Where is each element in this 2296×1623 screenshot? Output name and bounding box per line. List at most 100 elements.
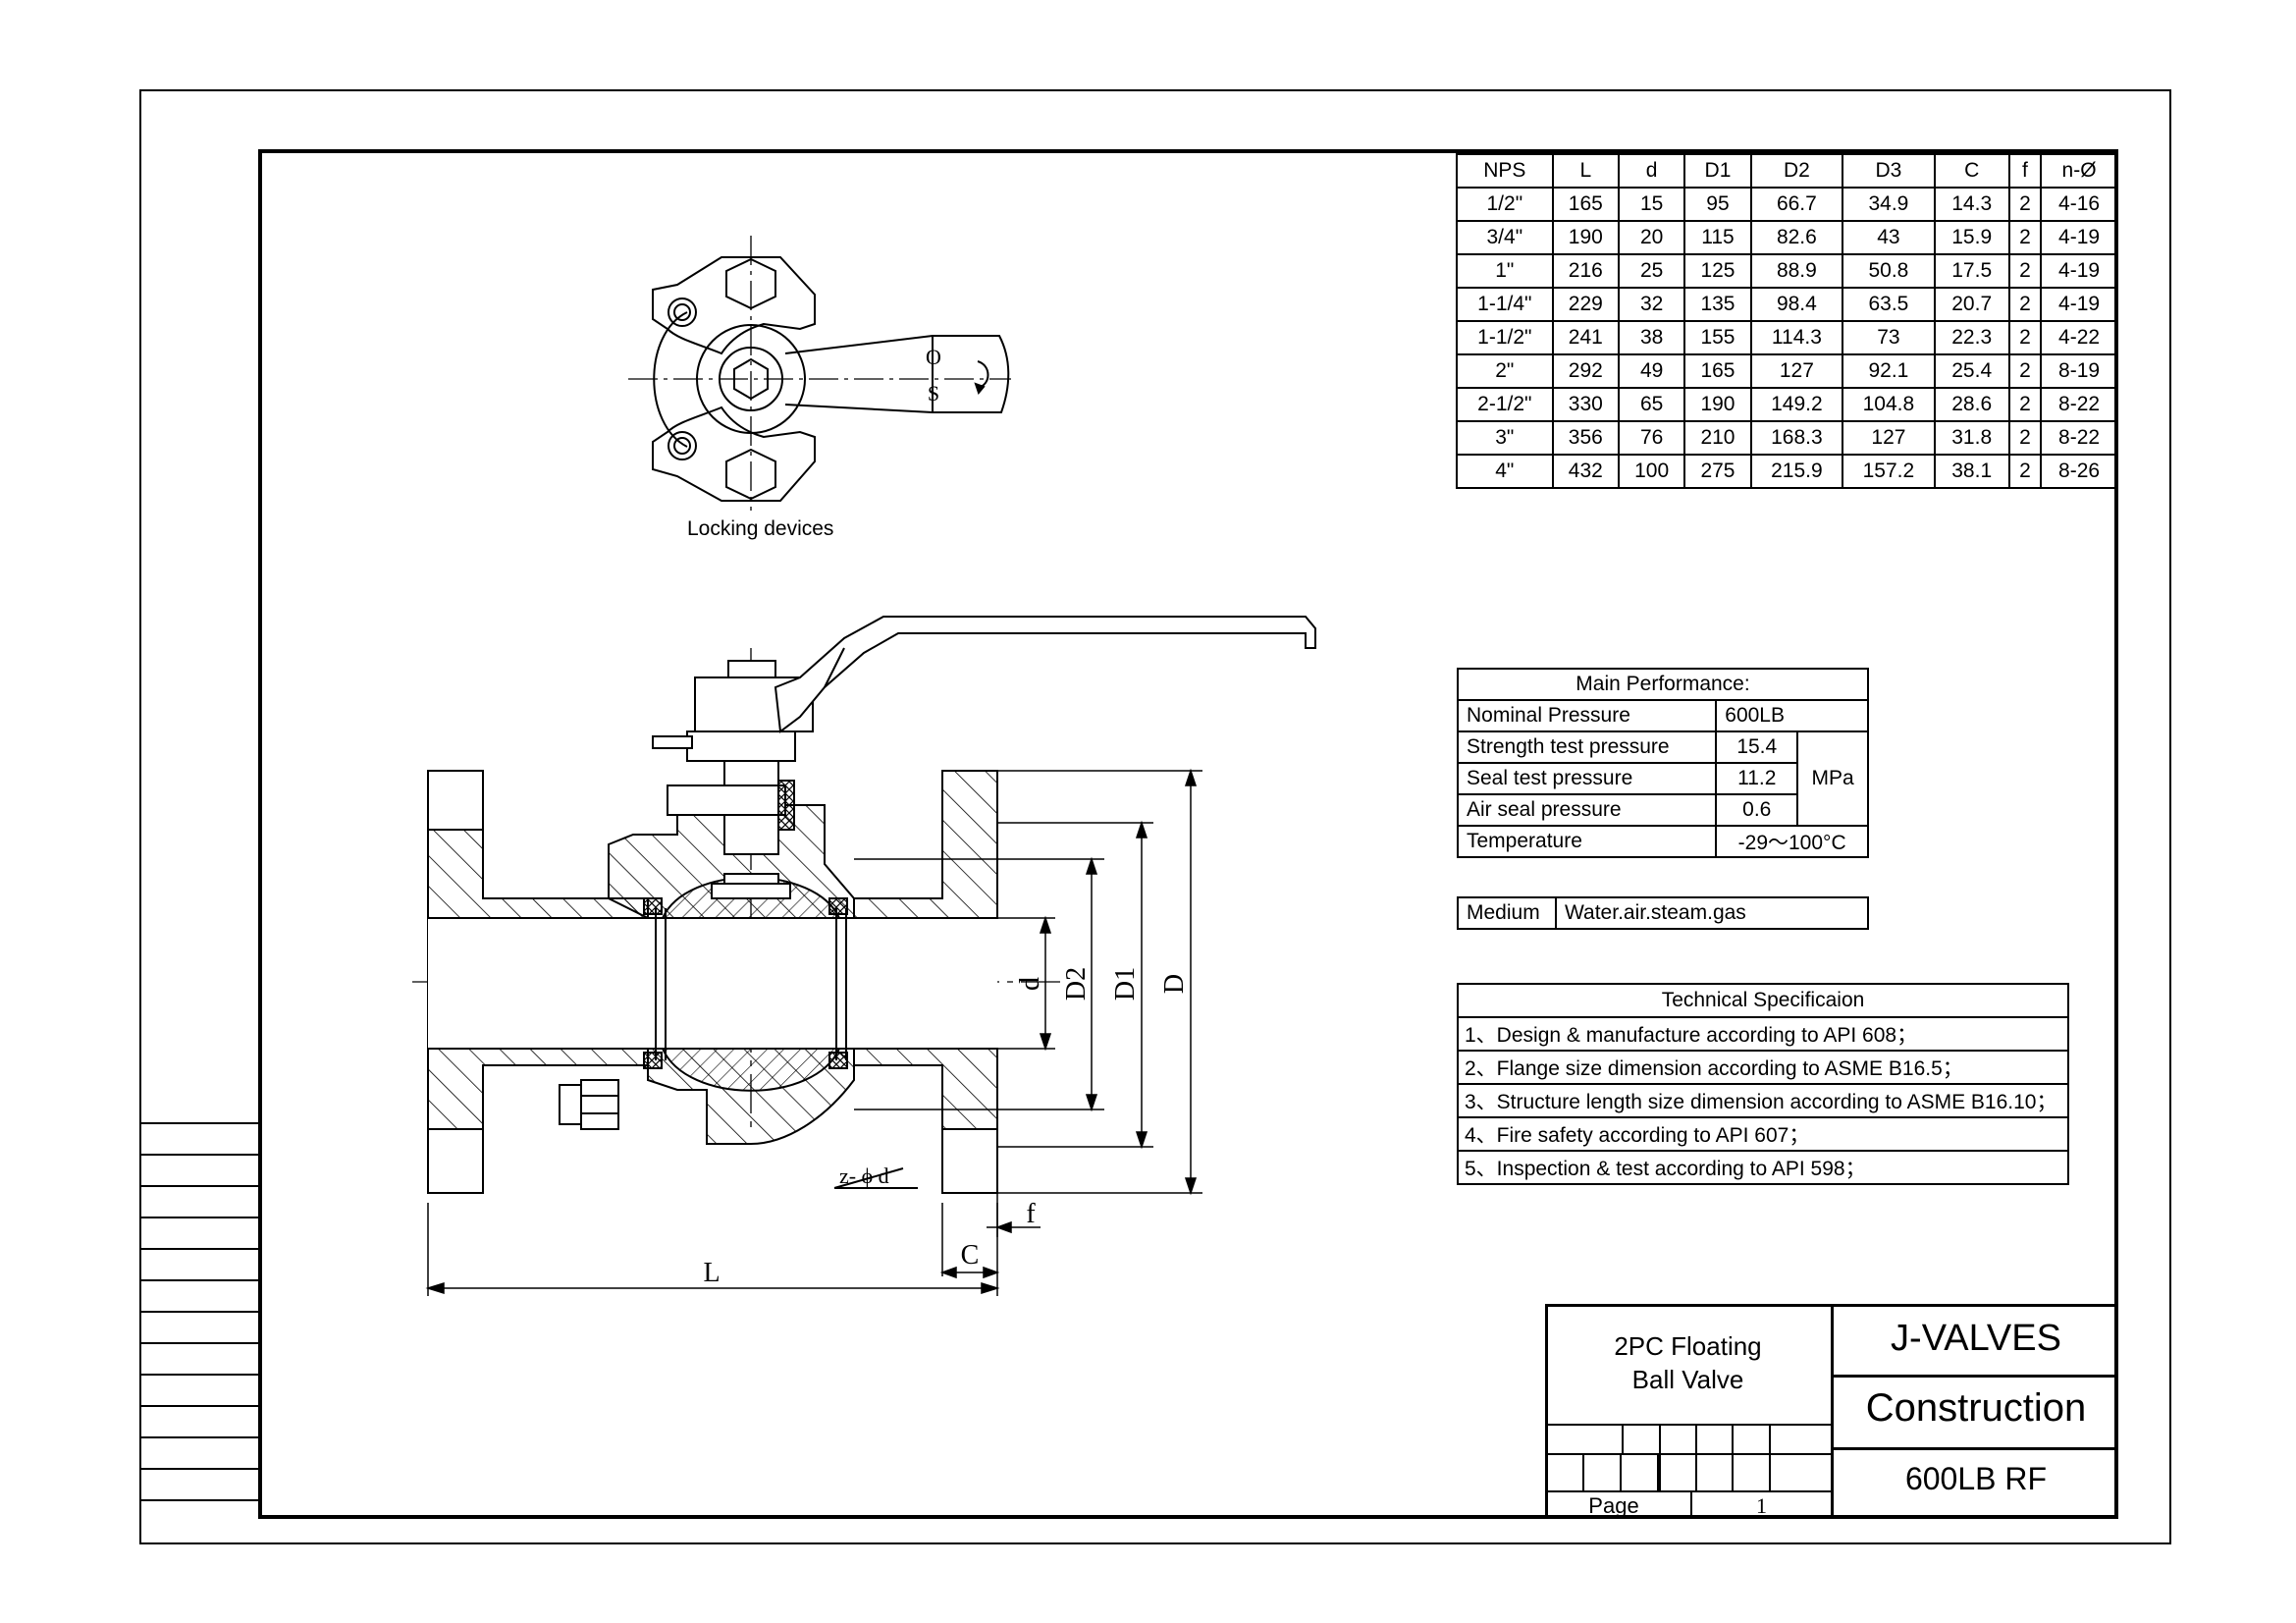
air-seal-pressure-label: Air seal pressure	[1456, 793, 1718, 827]
table-cell: 149.2	[1749, 387, 1844, 422]
table-cell: 215.9	[1749, 454, 1844, 489]
title-block-rule	[1831, 1375, 2118, 1378]
table-cell: 32	[1617, 287, 1686, 322]
product-name-line1: 2PC Floating	[1614, 1331, 1762, 1361]
spec-item: 1、Design & manufacture according to API …	[1457, 1016, 2069, 1052]
table-cell: 38	[1617, 320, 1686, 355]
table-header-cell: L	[1551, 153, 1620, 189]
table-cell: 168.3	[1749, 420, 1844, 456]
table-cell: 292	[1551, 353, 1620, 389]
table-header-cell: NPS	[1456, 153, 1554, 189]
table-cell: 34.9	[1842, 187, 1936, 222]
dimension-lines	[425, 768, 1202, 1296]
table-cell: 275	[1683, 454, 1752, 489]
table-cell: 135	[1683, 287, 1752, 322]
table-cell: 2	[2007, 253, 2043, 289]
spec-item: 5、Inspection & test according to API 598…	[1457, 1150, 2069, 1185]
table-cell: 28.6	[1933, 387, 2010, 422]
table-cell: 66.7	[1749, 187, 1844, 222]
table-cell: 330	[1551, 387, 1620, 422]
table-cell: 114.3	[1749, 320, 1844, 355]
table-cell: 2	[2007, 454, 2043, 489]
table-header-cell: D3	[1842, 153, 1936, 189]
dim-label-D2: D2	[1061, 967, 1092, 1001]
side-strip-row	[139, 1468, 258, 1499]
table-header-cell: C	[1933, 153, 2010, 189]
table-cell: 14.3	[1933, 187, 2010, 222]
side-strip-row	[139, 1311, 258, 1342]
dim-label-L: L	[703, 1258, 720, 1288]
model-designation: 600LB RF	[1904, 1461, 2048, 1496]
table-cell: 22.3	[1933, 320, 2010, 355]
table-header-cell: D1	[1683, 153, 1752, 189]
table-cell: 104.8	[1842, 387, 1936, 422]
table-cell: 8-26	[2040, 454, 2118, 489]
table-cell: 43	[1842, 220, 1936, 255]
side-strip-row	[139, 1122, 258, 1154]
locking-devices-label: Locking devices	[687, 517, 834, 540]
table-cell: 8-22	[2040, 420, 2118, 456]
table-cell: 8-22	[2040, 387, 2118, 422]
drawing-border	[258, 149, 2118, 1519]
table-cell: 50.8	[1842, 253, 1936, 289]
side-strip-row	[139, 1185, 258, 1217]
title-block-rule	[1690, 1490, 1692, 1519]
table-cell: 82.6	[1749, 220, 1844, 255]
table-cell: 155	[1683, 320, 1752, 355]
table-cell: 2	[2007, 187, 2043, 222]
technical-spec-title: Technical Specificaion	[1457, 983, 2069, 1018]
medium-value: Water.air.steam.gas	[1555, 896, 1869, 930]
spec-item: 4、Fire safety according to API 607；	[1457, 1116, 2069, 1152]
table-cell: 241	[1551, 320, 1620, 355]
strength-pressure-value: 15.4	[1715, 730, 1799, 764]
table-cell: 49	[1617, 353, 1686, 389]
table-cell: 1-1/4"	[1456, 287, 1554, 322]
side-strip-row	[139, 1499, 258, 1531]
table-header-cell: n-Ø	[2040, 153, 2118, 189]
table-cell: 165	[1551, 187, 1620, 222]
drawing-type: Construction	[1865, 1386, 2087, 1430]
table-cell: 15	[1617, 187, 1686, 222]
title-block-rule	[1545, 1304, 1548, 1519]
title-block-rule	[1620, 1453, 1622, 1490]
title-block-rule	[1622, 1424, 1624, 1453]
pressure-unit: MPa	[1796, 730, 1869, 827]
dim-label-f: f	[1026, 1199, 1036, 1229]
table-cell: 4"	[1456, 454, 1554, 489]
title-block: 2PC Floating Ball Valve J-VALVES Constru…	[1545, 1304, 2118, 1519]
table-cell: 92.1	[1842, 353, 1936, 389]
shut-mark: S	[928, 381, 939, 406]
table-cell: 98.4	[1749, 287, 1844, 322]
table-cell: 190	[1551, 220, 1620, 255]
title-block-rule	[1695, 1424, 1697, 1490]
title-block-rule	[1582, 1453, 1584, 1490]
table-cell: 1"	[1456, 253, 1554, 289]
table-header-cell: d	[1617, 153, 1686, 189]
table-cell: 95	[1683, 187, 1752, 222]
table-cell: 88.9	[1749, 253, 1844, 289]
dim-label-D1: D1	[1110, 967, 1141, 1001]
temperature-label: Temperature	[1456, 825, 1718, 858]
table-header-cell: D2	[1749, 153, 1844, 189]
table-cell: 25	[1617, 253, 1686, 289]
table-cell: 2	[2007, 353, 2043, 389]
side-strip-row	[139, 1342, 258, 1374]
product-name-line2: Ball Valve	[1631, 1365, 1744, 1394]
title-block-rule	[1831, 1304, 1834, 1519]
table-cell: 2	[2007, 420, 2043, 456]
table-cell: 63.5	[1842, 287, 1936, 322]
dim-label-bolt: z- ϕ d	[839, 1163, 889, 1188]
table-cell: 115	[1683, 220, 1752, 255]
side-strip-row	[139, 1217, 258, 1248]
dim-label-d: d	[1015, 977, 1045, 991]
table-cell: 25.4	[1933, 353, 2010, 389]
medium-label: Medium	[1457, 896, 1557, 930]
table-cell: 17.5	[1933, 253, 2010, 289]
table-cell: 3"	[1456, 420, 1554, 456]
